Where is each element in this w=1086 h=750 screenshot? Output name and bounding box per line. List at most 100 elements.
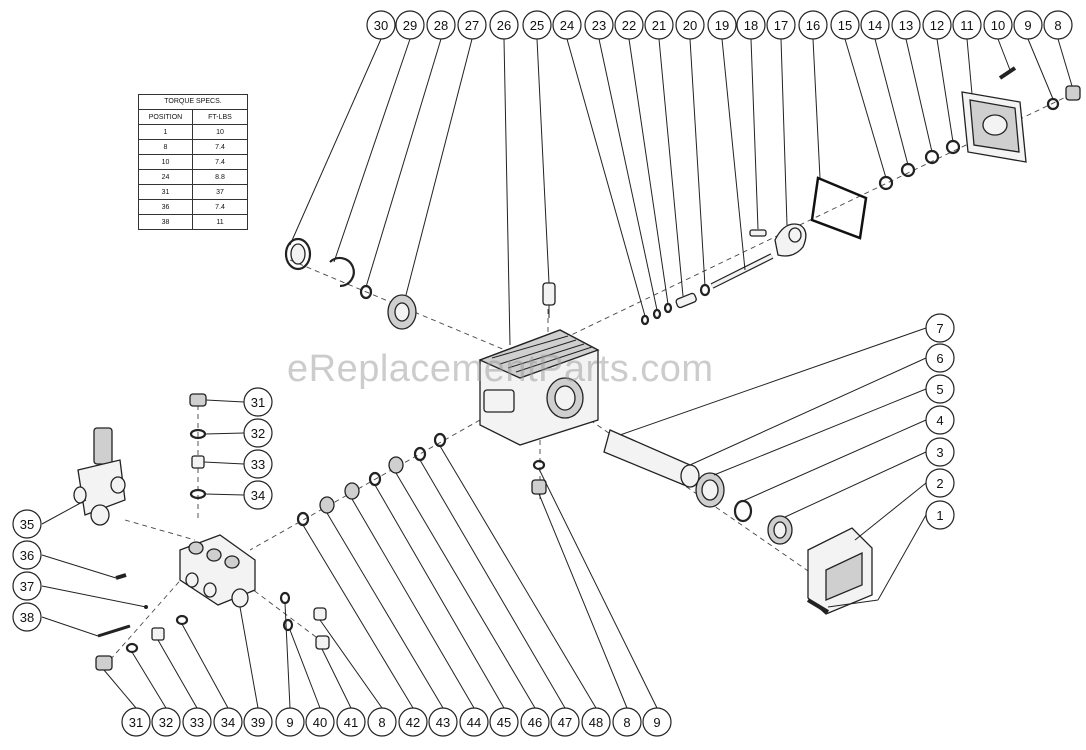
svg-text:36: 36: [20, 548, 34, 563]
svg-text:43: 43: [436, 715, 450, 730]
svg-text:27: 27: [465, 18, 479, 33]
callout-20: 20: [675, 10, 705, 40]
leader-lines: [41, 38, 1073, 709]
svg-text:21: 21: [652, 18, 666, 33]
callout-46: 46: [520, 707, 550, 737]
callout-32-lower: 32: [151, 707, 181, 737]
table-cell: 8.8: [192, 169, 248, 185]
svg-text:46: 46: [528, 715, 542, 730]
callouts-bottom: 31 32 33 34 39 9 40 41 8 42 43 44 45 46 …: [121, 707, 672, 737]
callout-35: 35: [12, 509, 42, 539]
callout-4: 4: [925, 405, 955, 435]
table-cell: 10: [192, 124, 248, 140]
unloader-valve: [73, 427, 126, 526]
svg-text:31: 31: [129, 715, 143, 730]
svg-text:3: 3: [936, 445, 943, 460]
callout-9: 9: [1013, 10, 1043, 40]
callout-6: 6: [925, 343, 955, 373]
callout-38: 38: [12, 602, 42, 632]
svg-text:47: 47: [558, 715, 572, 730]
callout-43: 43: [428, 707, 458, 737]
callout-5: 5: [925, 374, 955, 404]
svg-text:9: 9: [653, 715, 660, 730]
callout-31-lower: 31: [121, 707, 151, 737]
callout-32-upper: 32: [243, 418, 273, 448]
svg-text:25: 25: [530, 18, 544, 33]
callout-47: 47: [550, 707, 580, 737]
callout-40: 40: [305, 707, 335, 737]
callout-48: 48: [581, 707, 611, 737]
svg-text:45: 45: [497, 715, 511, 730]
svg-text:34: 34: [251, 488, 265, 503]
table-cell: 11: [192, 214, 248, 230]
svg-text:11: 11: [960, 18, 974, 33]
svg-text:22: 22: [622, 18, 636, 33]
callout-44: 44: [459, 707, 489, 737]
svg-text:33: 33: [251, 457, 265, 472]
svg-text:40: 40: [313, 715, 327, 730]
callout-9-lower-b: 9: [642, 707, 672, 737]
callout-16: 16: [798, 10, 828, 40]
svg-text:35: 35: [20, 517, 34, 532]
svg-text:26: 26: [497, 18, 511, 33]
table-cell: 37: [192, 184, 248, 200]
svg-text:17: 17: [774, 18, 788, 33]
svg-text:28: 28: [434, 18, 448, 33]
column-header-ft-lbs: FT-LBS: [192, 109, 248, 125]
svg-text:33: 33: [190, 715, 204, 730]
column-header-position: POSITION: [138, 109, 193, 125]
svg-text:8: 8: [378, 715, 385, 730]
callout-45: 45: [489, 707, 519, 737]
callout-23: 23: [584, 10, 614, 40]
manifold: [179, 534, 256, 608]
svg-text:9: 9: [1024, 18, 1031, 33]
callout-24: 24: [552, 10, 582, 40]
svg-text:44: 44: [467, 715, 481, 730]
callout-8: 8: [1043, 10, 1073, 40]
callouts-left-valve: 31 32 33 34: [243, 387, 273, 510]
svg-text:42: 42: [406, 715, 420, 730]
callout-3: 3: [925, 437, 955, 467]
svg-text:10: 10: [991, 18, 1005, 33]
callout-11: 11: [952, 10, 982, 40]
svg-text:13: 13: [899, 18, 913, 33]
svg-text:32: 32: [251, 426, 265, 441]
callout-7: 7: [925, 313, 955, 343]
table-cell: 7.4: [192, 139, 248, 155]
svg-text:12: 12: [930, 18, 944, 33]
callout-30: 30: [366, 10, 396, 40]
svg-text:41: 41: [344, 715, 358, 730]
table-cell: 7.4: [192, 154, 248, 170]
svg-text:18: 18: [744, 18, 758, 33]
table-cell: 7.4: [192, 199, 248, 215]
svg-text:30: 30: [374, 18, 388, 33]
table-cell: 36: [138, 199, 193, 215]
callout-42: 42: [398, 707, 428, 737]
svg-text:16: 16: [806, 18, 820, 33]
svg-text:23: 23: [592, 18, 606, 33]
callout-36: 36: [12, 540, 42, 570]
callout-18: 18: [736, 10, 766, 40]
callout-31-upper: 31: [243, 387, 273, 417]
callout-27: 27: [457, 10, 487, 40]
callout-39: 39: [243, 707, 273, 737]
svg-text:8: 8: [1054, 18, 1061, 33]
svg-text:8: 8: [623, 715, 630, 730]
callout-13: 13: [891, 10, 921, 40]
svg-text:37: 37: [20, 579, 34, 594]
callout-33-lower: 33: [182, 707, 212, 737]
table-cell: 38: [138, 214, 193, 230]
table-cell: 31: [138, 184, 193, 200]
svg-text:24: 24: [560, 18, 574, 33]
callout-10: 10: [983, 10, 1013, 40]
svg-text:4: 4: [936, 413, 943, 428]
callout-33-upper: 33: [243, 449, 273, 479]
svg-text:5: 5: [936, 382, 943, 397]
table-cell: 10: [138, 154, 193, 170]
